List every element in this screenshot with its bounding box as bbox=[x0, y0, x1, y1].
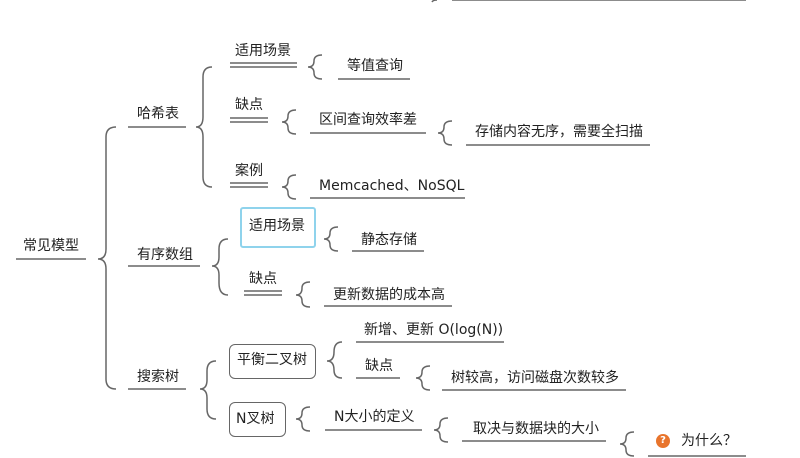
node-hash-use[interactable]: 适用场景 bbox=[235, 43, 291, 59]
node-sorted-weak[interactable]: 缺点 bbox=[249, 271, 277, 287]
node-nary-item[interactable]: N大小的定义 bbox=[334, 409, 415, 425]
question-icon: ? bbox=[656, 434, 670, 448]
nary-tree-box[interactable] bbox=[229, 402, 286, 437]
node-nary-tree[interactable]: N叉树 bbox=[236, 411, 275, 427]
node-search-tree[interactable]: 搜索树 bbox=[137, 369, 179, 385]
node-hash-table[interactable]: 哈希表 bbox=[137, 106, 179, 122]
node-balanced-weak[interactable]: 缺点 bbox=[365, 358, 393, 374]
node-sorted-use-item[interactable]: 静态存储 bbox=[361, 232, 417, 248]
node-balanced-weak-item[interactable]: 树较高，访问磁盘次数较多 bbox=[451, 370, 619, 386]
node-hash-weak[interactable]: 缺点 bbox=[235, 97, 263, 113]
node-sorted-weak-item[interactable]: 更新数据的成本高 bbox=[333, 287, 445, 303]
selected-node-outline[interactable] bbox=[240, 207, 316, 248]
node-hash-weak-reason[interactable]: 存储内容无序，需要全扫描 bbox=[475, 124, 643, 140]
node-balanced-tree[interactable]: 平衡二叉树 bbox=[237, 352, 307, 368]
balanced-tree-box[interactable] bbox=[229, 344, 316, 379]
node-hash-example[interactable]: 案例 bbox=[235, 163, 263, 179]
node-hash-example-item[interactable]: Memcached、NoSQL bbox=[319, 178, 465, 194]
node-sorted-use[interactable]: 适用场景 bbox=[249, 218, 305, 234]
node-hash-use-item[interactable]: 等值查询 bbox=[347, 58, 403, 74]
root-node[interactable]: 常见模型 bbox=[23, 238, 79, 254]
node-hash-weak-item[interactable]: 区间查询效率差 bbox=[319, 112, 417, 128]
node-balanced-item[interactable]: 新增、更新 O(log(N)) bbox=[364, 322, 504, 338]
node-why[interactable]: 为什么？ bbox=[681, 433, 737, 449]
node-sorted-array[interactable]: 有序数组 bbox=[137, 247, 193, 263]
node-nary-sub[interactable]: 取决与数据块的大小 bbox=[473, 421, 599, 437]
